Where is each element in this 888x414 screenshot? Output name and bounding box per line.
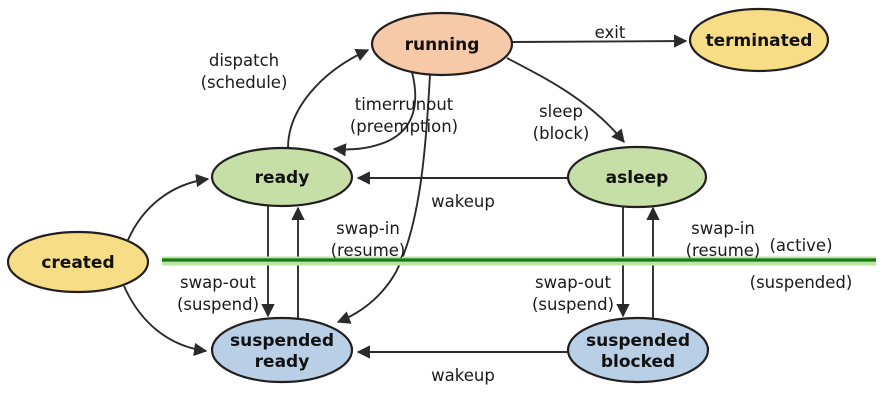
label-sleep-line1: sleep: [539, 102, 583, 121]
node-suspended-ready[interactable]: suspended ready: [210, 316, 354, 384]
zone-label-suspended: (suspended): [750, 273, 853, 292]
suspended-ready-label-line2: ready: [255, 352, 310, 372]
edge-running-to-terminated: [511, 34, 688, 48]
suspended-ready-label-line1: suspended: [230, 331, 334, 351]
label-swap-out-right-line2: (suspend): [532, 295, 614, 314]
label-sleep-line2: (block): [533, 124, 590, 143]
node-asleep[interactable]: asleep: [566, 145, 708, 209]
edge-labels-layer: dispatch (schedule) timerrunout (preempt…: [177, 23, 760, 385]
edge-running-to-suspended-ready: [336, 73, 431, 324]
label-swap-out-left-line1: swap-out: [180, 273, 256, 292]
label-swap-in-right-line2: (resume): [686, 241, 761, 260]
nodes-layer: running terminated ready asleep created: [6, 7, 830, 384]
edge-running-to-ready: [332, 71, 417, 157]
ready-label: ready: [255, 168, 310, 188]
suspended-blocked-label-line1: suspended: [586, 331, 690, 351]
asleep-ellipse[interactable]: [566, 145, 708, 209]
edge-ready-to-running: [287, 48, 370, 149]
zone-labels-layer: (active) (suspended): [750, 236, 853, 292]
suspended-blocked-label-line2: blocked: [601, 352, 675, 372]
zone-label-active: (active): [769, 236, 832, 255]
label-timerrunout-line1: timerrunout: [355, 95, 454, 114]
node-created[interactable]: created: [6, 230, 150, 294]
terminated-ellipse[interactable]: [688, 7, 830, 73]
suspended-blocked-ellipse[interactable]: [566, 316, 710, 384]
label-swap-in-left-line2: (resume): [331, 241, 406, 260]
node-ready[interactable]: ready: [210, 146, 354, 208]
edge-created-to-suspended-ready: [123, 285, 208, 357]
label-dispatch-line2: (schedule): [201, 73, 288, 92]
edge-created-to-ready: [127, 173, 210, 241]
running-label: running: [405, 35, 480, 55]
suspended-ready-ellipse[interactable]: [210, 316, 354, 384]
label-swap-in-left-line1: swap-in: [336, 219, 400, 238]
label-wakeup-lower: wakeup: [431, 366, 495, 385]
active-suspended-divider: [162, 256, 876, 266]
label-wakeup-upper: wakeup: [431, 192, 495, 211]
label-timerrunout-line2: (preemption): [350, 117, 458, 136]
running-ellipse[interactable]: [370, 11, 514, 77]
node-suspended-blocked[interactable]: suspended blocked: [566, 316, 710, 384]
ready-ellipse[interactable]: [210, 146, 354, 208]
label-swap-out-right-line1: swap-out: [535, 273, 611, 292]
node-terminated[interactable]: terminated: [688, 7, 830, 73]
node-running[interactable]: running: [370, 11, 514, 77]
label-swap-in-right-line1: swap-in: [691, 219, 755, 238]
label-swap-out-left-line2: (suspend): [177, 295, 259, 314]
label-dispatch-line1: dispatch: [209, 51, 279, 70]
edge-running-to-asleep: [506, 57, 625, 144]
label-exit: exit: [595, 23, 626, 42]
asleep-label: asleep: [606, 168, 669, 188]
created-label: created: [41, 253, 114, 273]
created-ellipse[interactable]: [6, 230, 150, 294]
terminated-label: terminated: [706, 31, 813, 51]
